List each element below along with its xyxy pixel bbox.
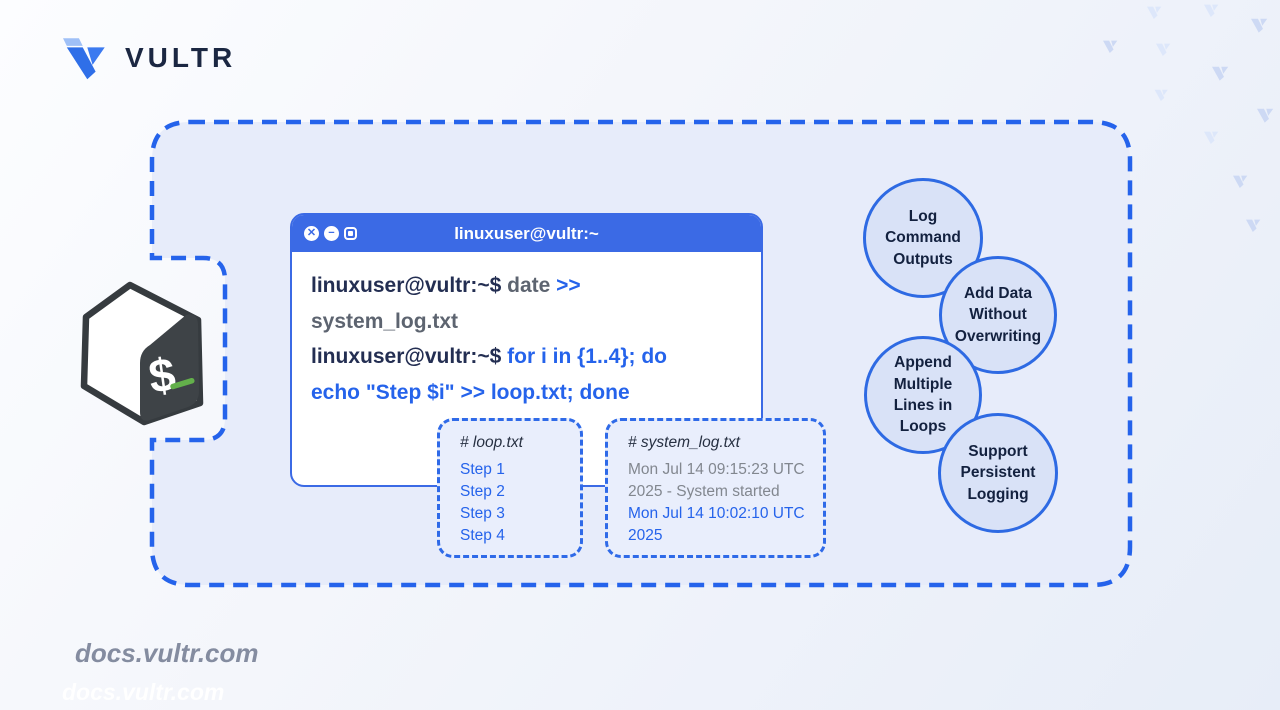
file-line: Step 4 xyxy=(460,527,505,544)
vultr-logo: VULTR xyxy=(60,36,236,80)
vultr-v-decor-icon xyxy=(1146,6,1163,26)
vultr-v-icon xyxy=(60,36,110,80)
minimize-button[interactable]: − xyxy=(324,226,339,241)
vultr-v-decor-icon xyxy=(1250,18,1269,40)
terminal-line: linuxuser@vultr:~$ for i in {1..4}; do xyxy=(311,339,743,375)
window-controls: ✕ − xyxy=(304,226,357,241)
bubble-label: Append Multiple Lines in Loops xyxy=(893,354,953,436)
feature-bubble-support-persistent-logging: Support Persistent Logging xyxy=(938,413,1058,533)
command-text: for i in {1..4}; do xyxy=(507,345,667,368)
vultr-v-decor-icon xyxy=(1155,43,1172,63)
brand-name: VULTR xyxy=(125,42,237,73)
command-text: date xyxy=(507,274,557,297)
bubble-label: Add Data Without Overwriting xyxy=(954,284,1042,345)
terminal-line: echo "Step $i" >> loop.txt; done xyxy=(311,375,743,411)
docs-site-url-watermark: docs.vultr.com xyxy=(62,679,225,705)
file-line: Step 1 xyxy=(460,461,505,478)
vultr-v-decor-icon xyxy=(1211,66,1230,88)
log-entry-old: Mon Jul 14 09:15:23 UTC 2025 - System st… xyxy=(628,461,805,500)
prompt-text: linuxuser@vultr:~$ xyxy=(311,345,508,368)
vultr-v-decor-icon xyxy=(1232,175,1249,195)
file-title: # loop.txt xyxy=(460,434,523,451)
maximize-button[interactable] xyxy=(344,227,357,240)
bubble-label: Support Persistent Logging xyxy=(960,442,1036,503)
file-line: Step 3 xyxy=(460,505,505,522)
system-log-file-box: # system_log.txt Mon Jul 14 09:15:23 UTC… xyxy=(605,418,826,558)
terminal-title: linuxuser@vultr:~ xyxy=(454,223,599,243)
file-title: # system_log.txt xyxy=(628,434,740,451)
docs-site-url: docs.vultr.com xyxy=(75,638,259,668)
file-line: Step 2 xyxy=(460,483,505,500)
vultr-v-decor-icon xyxy=(1154,89,1169,108)
log-entry-new: Mon Jul 14 10:02:10 UTC 2025 xyxy=(628,505,805,544)
prompt-text: linuxuser@vultr:~$ xyxy=(311,274,508,297)
terminal-line: system_log.txt xyxy=(311,304,743,340)
terminal-titlebar: ✕ − linuxuser@vultr:~ xyxy=(292,215,761,252)
close-button[interactable]: ✕ xyxy=(304,226,319,241)
vultr-v-decor-icon xyxy=(1203,4,1220,24)
command-text: system_log.txt xyxy=(311,309,459,333)
loop-txt-file-box: # loop.txt Step 1 Step 2 Step 3 Step 4 xyxy=(437,418,583,558)
vultr-v-decor-icon xyxy=(1102,40,1119,60)
bash-shell-icon: $ xyxy=(70,272,222,435)
vultr-v-decor-icon xyxy=(1256,108,1275,130)
vultr-v-decor-icon xyxy=(1245,219,1262,239)
operator-text: >> xyxy=(556,274,581,297)
terminal-line: linuxuser@vultr:~$ date >> xyxy=(311,268,743,304)
command-text: echo "Step $i" >> loop.txt; done xyxy=(311,380,630,404)
bubble-label: Log Command Outputs xyxy=(885,207,961,268)
terminal-output: linuxuser@vultr:~$ date >> system_log.tx… xyxy=(292,252,761,410)
vultr-v-decor-icon xyxy=(1203,131,1220,151)
